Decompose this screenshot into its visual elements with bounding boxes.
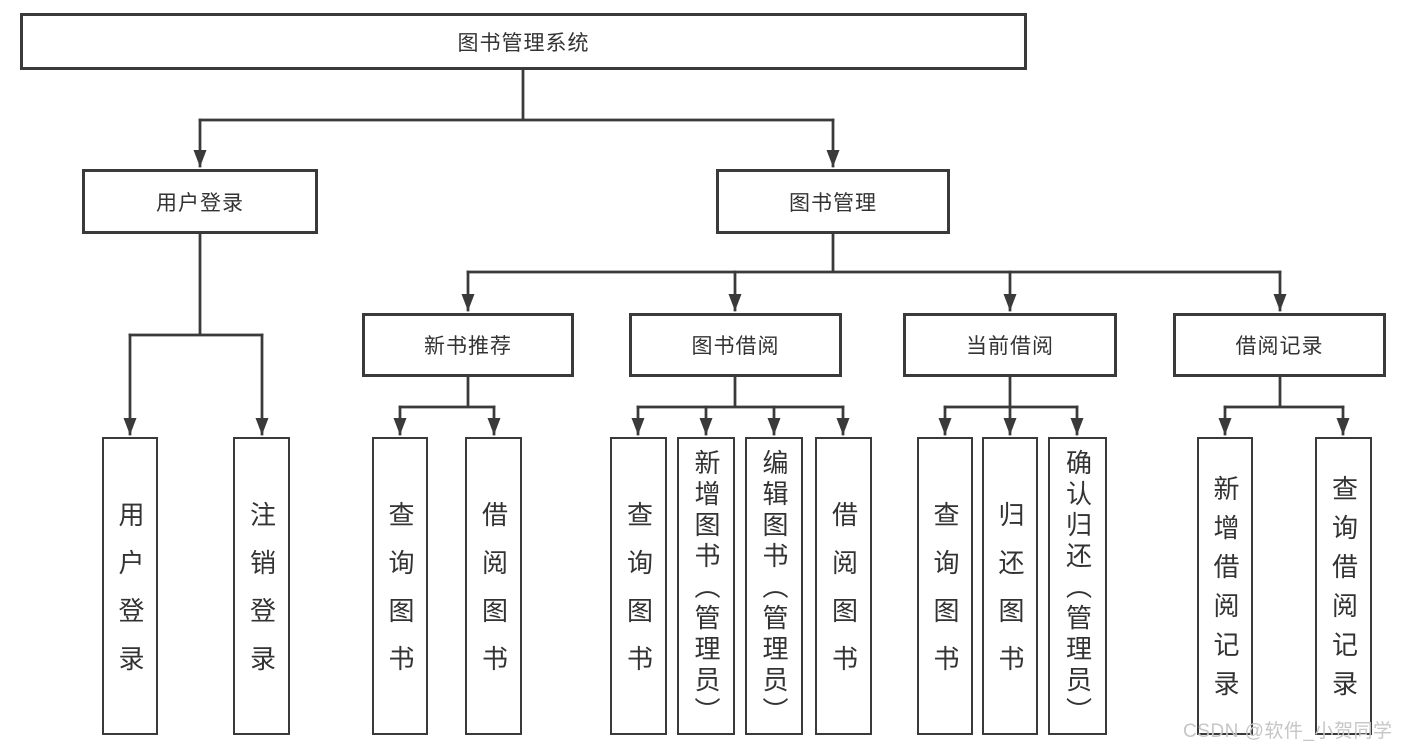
leaf-borrow-book: 借阅图书 [815, 437, 872, 735]
leaf-return-book-label: 归还图书 [995, 501, 1025, 693]
node-borrowing-records: 借阅记录 [1173, 313, 1386, 377]
leaf-query-book-recommend-label: 查询图书 [385, 501, 415, 693]
node-new-book-recommend-label: 新书推荐 [424, 335, 512, 358]
node-book-management-label: 图书管理 [789, 191, 877, 215]
leaf-query-book-borrowing: 查询图书 [610, 437, 667, 735]
node-root-system: 图书管理系统 [20, 13, 1027, 70]
leaf-confirm-return-admin-label: 确认归还（管理员） [1062, 448, 1093, 728]
node-current-borrowing-label: 当前借阅 [966, 335, 1054, 358]
node-book-management: 图书管理 [716, 169, 950, 234]
leaf-edit-book-admin: 编辑图书（管理员） [745, 437, 803, 735]
node-root-system-label: 图书管理系统 [457, 31, 590, 55]
leaf-query-book-current: 查询图书 [917, 437, 973, 735]
leaf-borrow-book-label: 借阅图书 [828, 501, 859, 693]
leaf-add-borrow-record-label: 新增借阅记录 [1210, 475, 1240, 709]
leaf-user-login-label: 用户登录 [115, 501, 145, 693]
leaf-query-book-recommend: 查询图书 [372, 437, 428, 735]
leaf-borrow-book-recommend-label: 借阅图书 [478, 501, 509, 693]
leaf-query-book-borrowing-label: 查询图书 [623, 501, 654, 693]
leaf-edit-book-admin-label: 编辑图书（管理员） [759, 448, 789, 728]
csdn-watermark: CSDN @软件_小贺同学 [1183, 721, 1393, 742]
leaf-query-book-current-label: 查询图书 [930, 501, 960, 693]
node-current-borrowing: 当前借阅 [903, 313, 1117, 377]
node-new-book-recommend: 新书推荐 [362, 313, 574, 377]
node-user-login-label: 用户登录 [156, 191, 244, 215]
leaf-query-borrow-record-label: 查询借阅记录 [1328, 475, 1359, 709]
node-book-borrowing: 图书借阅 [629, 313, 842, 377]
leaf-logout: 注销登录 [233, 437, 290, 735]
leaf-query-borrow-record: 查询借阅记录 [1315, 437, 1372, 735]
node-borrowing-records-label: 借阅记录 [1235, 335, 1324, 358]
leaf-return-book: 归还图书 [982, 437, 1038, 735]
leaf-add-book-admin: 新增图书（管理员） [677, 437, 735, 735]
leaf-logout-label: 注销登录 [246, 501, 277, 693]
leaf-add-book-admin-label: 新增图书（管理员） [691, 448, 721, 728]
node-user-login: 用户登录 [82, 169, 318, 234]
leaf-user-login: 用户登录 [102, 437, 158, 735]
leaf-add-borrow-record: 新增借阅记录 [1197, 437, 1253, 735]
leaf-confirm-return-admin: 确认归还（管理员） [1048, 437, 1107, 735]
node-book-borrowing-label: 图书借阅 [691, 335, 780, 358]
leaf-borrow-book-recommend: 借阅图书 [465, 437, 522, 735]
